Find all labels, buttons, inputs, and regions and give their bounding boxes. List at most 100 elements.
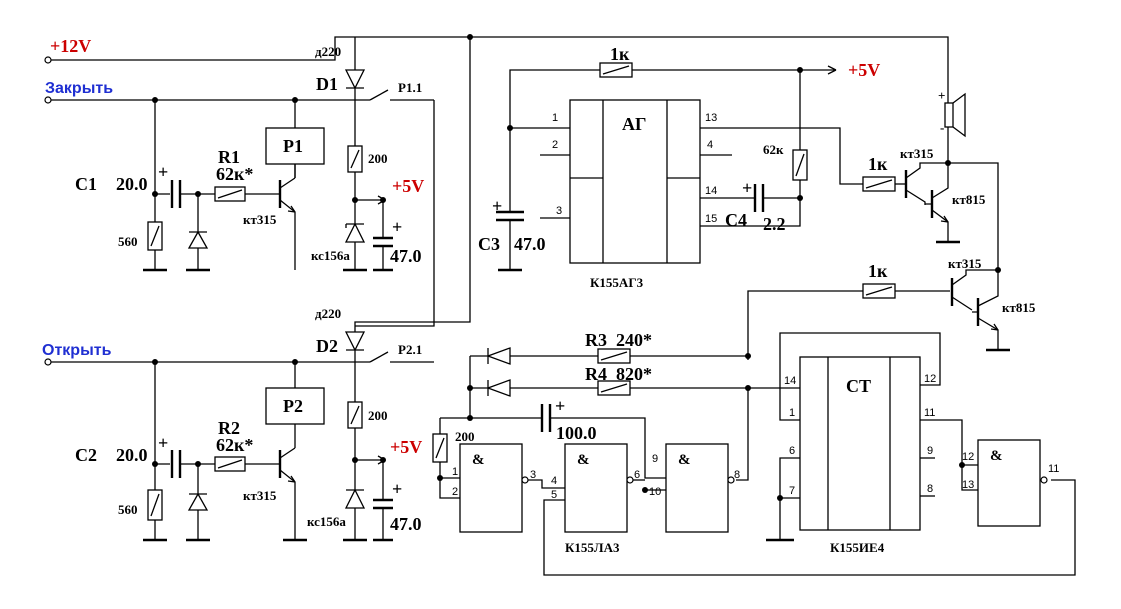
pin-gf-12: 12 xyxy=(962,451,974,463)
nand-gate-2 xyxy=(543,443,1076,576)
pin-ag-13: 13 xyxy=(705,112,717,124)
label-cap-logic-plus: + xyxy=(555,396,565,416)
label-close: Закрыть xyxy=(45,80,113,97)
label-out-kt315-lower: кт315 xyxy=(948,256,982,271)
transistor-top xyxy=(278,164,296,270)
label-5v-top: +5V xyxy=(848,60,880,80)
input-close-line xyxy=(44,96,370,104)
label-k155ag3: К155АГ3 xyxy=(590,275,644,290)
label-r200-logic: 200 xyxy=(455,429,475,444)
label-r4-value: 820* xyxy=(616,364,652,384)
pin-g3-9: 9 xyxy=(652,453,658,465)
label-k155ie4: К155ИЕ4 xyxy=(830,540,885,555)
label-c4: C4 xyxy=(725,210,747,230)
pin-g2-5: 5 xyxy=(551,489,557,501)
label-ag: АГ xyxy=(622,114,646,134)
pin-gf-11: 11 xyxy=(1048,463,1059,475)
pin-ct-7: 7 xyxy=(789,485,795,497)
input-network-top xyxy=(143,100,278,272)
label-d1-type: д220 xyxy=(315,44,341,59)
input-open-line xyxy=(44,358,370,366)
label-out-kt315-upper: кт315 xyxy=(900,146,934,161)
label-r200-top: 200 xyxy=(368,151,388,166)
label-r560-bottom: 560 xyxy=(118,502,138,517)
transistor-bottom xyxy=(278,447,307,542)
label-zener-top: кс156а xyxy=(311,248,350,263)
pin-ct-6: 6 xyxy=(789,445,795,457)
label-speaker-plus: + xyxy=(938,88,945,103)
label-p21: P2.1 xyxy=(398,342,422,357)
label-speaker-minus: - xyxy=(940,120,944,135)
nand-gate-1 xyxy=(459,443,565,533)
pin-ct-14: 14 xyxy=(784,375,796,387)
relay-coil-p2 xyxy=(265,362,325,448)
label-c1-value: 20.0 xyxy=(116,174,148,194)
link-to-d2 xyxy=(354,34,473,332)
label-gen-r62k: 62к xyxy=(763,142,784,157)
label-open: Открыть xyxy=(42,342,112,359)
counter-chip xyxy=(748,332,963,542)
label-r2: R2 xyxy=(218,418,240,438)
cap-47-bottom xyxy=(373,457,393,542)
input-network-bottom xyxy=(143,362,278,542)
label-d2-type: д220 xyxy=(315,306,341,321)
zener-bottom xyxy=(343,460,367,542)
logic-feedback-network xyxy=(432,347,751,499)
label-cap47-bottom: 47.0 xyxy=(390,514,422,534)
label-5v-top-left: +5V xyxy=(392,176,424,196)
label-p11: P1.1 xyxy=(398,80,422,95)
label-out-kt815-lower: кт815 xyxy=(1002,300,1036,315)
pin-g1-3: 3 xyxy=(530,469,536,481)
label-kt315-bottom: кт315 xyxy=(243,488,277,503)
pin-ag-3: 3 xyxy=(556,205,562,217)
label-c2-plus: + xyxy=(158,433,168,453)
label-out-r1k-lower: 1к xyxy=(868,261,888,281)
nand-gate-final xyxy=(959,439,1048,527)
gate-final-symbol: & xyxy=(990,448,1003,464)
zener-top xyxy=(343,200,367,272)
label-c4-plus: + xyxy=(742,178,752,198)
label-r3: R3 xyxy=(585,330,607,350)
label-out-kt815-upper: кт815 xyxy=(952,192,986,207)
gate2-symbol: & xyxy=(577,452,590,468)
diode-d2 xyxy=(344,331,366,402)
pin-ag-1: 1 xyxy=(552,112,558,124)
label-zener-bottom: кс156а xyxy=(307,514,346,529)
label-r1-value: 62к* xyxy=(216,164,253,184)
label-12v: +12V xyxy=(50,36,91,56)
label-kt315-top: кт315 xyxy=(243,212,277,227)
relay-contact-p21 xyxy=(369,351,434,363)
label-c1-plus: + xyxy=(158,162,168,182)
label-c4-value: 2.2 xyxy=(763,214,786,234)
label-c3-value: 47.0 xyxy=(514,234,546,254)
pin-g2-6: 6 xyxy=(634,469,640,481)
label-cap-logic: 100.0 xyxy=(556,423,597,443)
pin-g3-10: 10 xyxy=(649,486,661,498)
pin-ag-14: 14 xyxy=(705,185,717,197)
generator-chip xyxy=(540,99,863,264)
label-d1: D1 xyxy=(316,74,338,94)
label-c2-value: 20.0 xyxy=(116,445,148,465)
pin-g1-1: 1 xyxy=(452,466,458,478)
pin-g2-4: 4 xyxy=(551,475,557,487)
label-p1: P1 xyxy=(283,136,303,156)
label-c3: C3 xyxy=(478,234,500,254)
label-out-r1k-upper: 1к xyxy=(868,154,888,174)
label-k155la3: К155ЛА3 xyxy=(565,540,620,555)
label-r1: R1 xyxy=(218,147,240,167)
label-d2: D2 xyxy=(316,336,338,356)
pin-ct-8: 8 xyxy=(927,483,933,495)
pin-gf-13: 13 xyxy=(962,479,974,491)
output-stage-upper xyxy=(862,160,999,270)
label-cap-plus-top: + xyxy=(392,217,402,237)
label-st: СТ xyxy=(846,376,871,396)
label-cap47-top: 47.0 xyxy=(390,246,422,266)
power-rail-12v xyxy=(44,36,949,97)
label-p2: P2 xyxy=(283,396,303,416)
output-stage-lower xyxy=(747,267,1010,360)
gate1-symbol: & xyxy=(472,452,485,468)
gen-timing-network xyxy=(496,62,837,272)
cap-47-top xyxy=(373,197,393,272)
label-r200-bottom: 200 xyxy=(368,408,388,423)
